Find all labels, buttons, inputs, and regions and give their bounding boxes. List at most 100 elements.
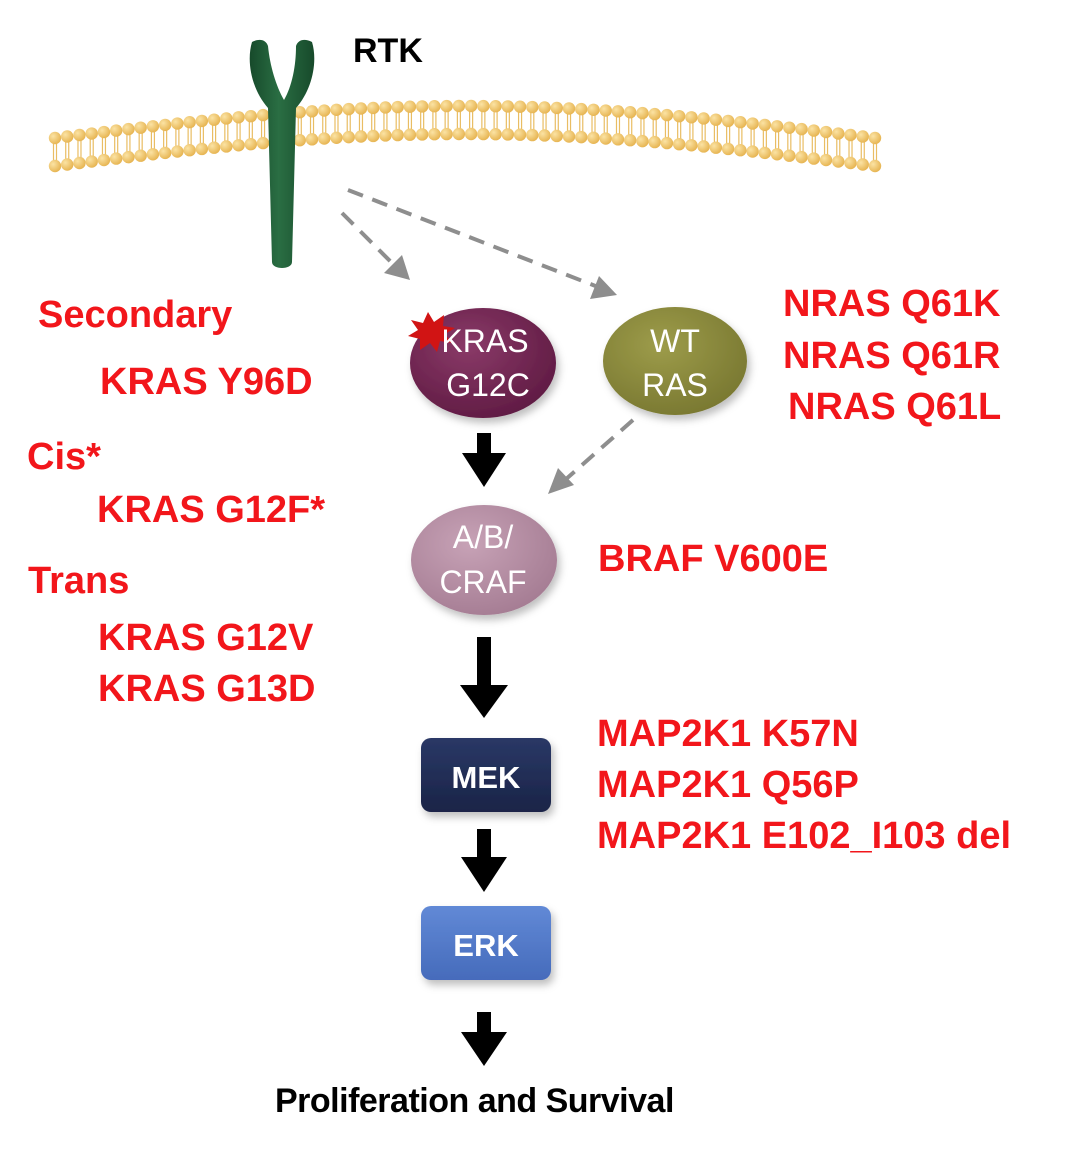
lipid-head <box>85 127 98 140</box>
lipid-head <box>171 145 184 158</box>
lipid-head <box>244 109 258 123</box>
lipid-head <box>587 131 600 145</box>
lipid-head <box>85 155 98 168</box>
lipid-head <box>122 122 135 136</box>
lipid-head <box>342 102 355 116</box>
lipid-head <box>807 152 821 165</box>
trans-mutation: KRAS G12V <box>98 617 314 659</box>
lipid-head <box>428 100 441 113</box>
lipid-tail <box>689 121 694 142</box>
lipid-head <box>513 100 527 113</box>
mek-node-label: MEK <box>452 760 522 795</box>
lipid-tail <box>542 111 547 132</box>
lipid-tail <box>126 133 131 154</box>
lipid-tail <box>163 128 168 149</box>
lipid-tail <box>150 130 156 151</box>
lipid-head <box>342 130 355 144</box>
lipid-head <box>477 127 490 141</box>
lipid-head <box>721 114 735 128</box>
lipid-head <box>856 158 869 171</box>
lipid-tail <box>738 126 743 147</box>
lipid-head <box>207 113 221 126</box>
lipid-head <box>220 140 233 153</box>
lipid-head <box>550 101 563 115</box>
lipid-tail <box>677 120 682 141</box>
lipid-head <box>709 141 723 154</box>
lipid-tail <box>505 110 510 131</box>
lipid-head <box>795 150 808 164</box>
lipid-head <box>770 148 784 161</box>
raf-node <box>411 505 557 615</box>
lipid-tail <box>420 110 425 131</box>
lipid-tail <box>860 140 865 161</box>
lipid-head <box>721 142 735 156</box>
lipid-head <box>403 128 417 141</box>
lipid-head <box>305 105 319 118</box>
lipid-head <box>783 149 796 162</box>
lipid-head <box>660 108 674 122</box>
lipid-head <box>832 127 845 140</box>
lipid-tail <box>77 139 82 160</box>
lipid-head <box>232 111 245 124</box>
lipid-tail <box>823 136 829 157</box>
lipid-head <box>428 128 441 141</box>
lipid-tail <box>591 113 596 134</box>
lipid-head <box>232 139 245 152</box>
lipid-head <box>305 133 319 146</box>
lipid-tail <box>322 114 327 135</box>
lipid-tail <box>726 124 731 145</box>
lipid-head <box>146 120 160 133</box>
wt-ras-node <box>603 307 747 415</box>
lipid-head <box>464 127 478 141</box>
lipid-head <box>244 137 258 151</box>
lipid-head <box>330 131 343 145</box>
lipid-head <box>648 107 661 121</box>
nras-mutation: NRAS Q61K <box>783 283 1001 325</box>
lipid-tail <box>456 110 461 131</box>
lipid-tail <box>787 131 792 152</box>
lipid-tail <box>101 136 107 157</box>
cis-heading: Cis* <box>27 436 101 478</box>
lipid-tail <box>444 110 449 131</box>
lipid-head <box>158 118 172 132</box>
lipid-head <box>354 130 368 143</box>
lipid-head <box>526 128 539 142</box>
lipid-head <box>783 121 796 134</box>
lipid-head <box>48 159 62 173</box>
lipid-head <box>207 141 221 154</box>
outcome-label: Proliferation and Survival <box>275 1082 674 1120</box>
lipid-head <box>464 99 478 113</box>
lipid-head <box>501 100 515 113</box>
trans-heading: Trans <box>28 560 130 602</box>
kras-node-label-line2: G12C <box>446 367 530 403</box>
lipid-head <box>146 148 160 161</box>
lipid-tail <box>554 111 559 132</box>
lipid-head <box>685 111 698 124</box>
lipid-head <box>672 137 686 151</box>
lipid-head <box>562 130 576 143</box>
lipid-head <box>697 112 710 125</box>
lipid-tail <box>517 110 523 131</box>
lipid-head <box>97 125 111 139</box>
lipid-head <box>158 146 172 160</box>
lipid-head <box>611 133 625 146</box>
lipid-head <box>73 156 86 170</box>
lipid-head <box>330 103 343 117</box>
lipid-head <box>587 103 600 117</box>
lipid-tail <box>52 142 58 162</box>
lipid-tail <box>334 113 339 134</box>
lipid-tail <box>628 116 633 137</box>
kras-g12c-node <box>410 308 556 418</box>
lipid-tail <box>138 131 143 152</box>
lipid-head <box>489 100 502 113</box>
dashed-arrowheads <box>384 255 617 494</box>
lipid-head <box>709 113 723 126</box>
lipid-head <box>636 106 649 120</box>
lipid-tail <box>713 123 718 144</box>
lipid-head <box>452 127 466 141</box>
lipid-head <box>391 128 404 142</box>
map2k1-mutation: MAP2K1 E102_I103 del <box>597 815 1012 857</box>
lipid-head <box>868 131 882 145</box>
lipid-tail <box>432 110 437 131</box>
lipid-head <box>575 130 588 144</box>
